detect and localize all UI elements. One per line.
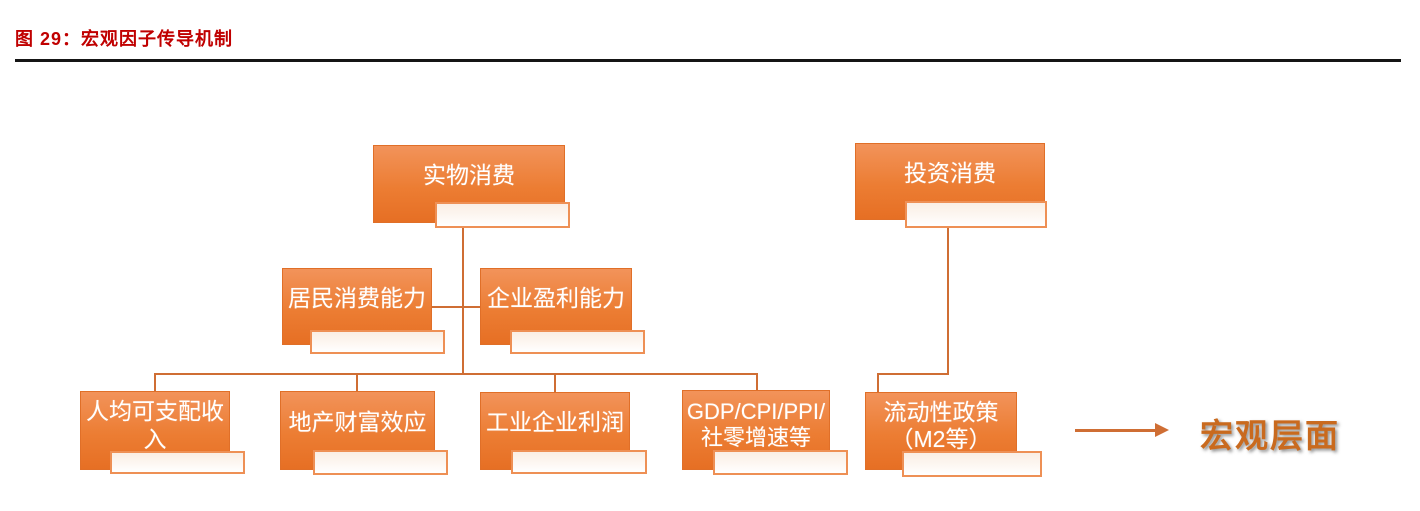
node-resident-consumption-capacity-subbox [310,330,445,354]
connector-level2-horizontal [432,306,480,308]
connector-level3-manifold [154,373,758,375]
node-label: GDP/CPI/PPI/ 社零增速等 [686,399,826,450]
node-per-capita-disposable-income-subbox [110,451,245,474]
connector-stub-gdp [756,374,758,390]
node-liquidity-policy-m2-subbox [902,451,1042,477]
node-label: 流动性政策 （M2等） [883,398,999,452]
connector-stub-liquidity [877,374,879,392]
node-label: 投资消费 [904,159,996,186]
node-real-estate-wealth-effect-subbox [313,450,448,475]
figure-title: 图 29：宏观因子传导机制 [15,29,234,49]
connector-investment-vertical [947,228,949,374]
node-enterprise-profitability-subbox [510,330,645,354]
connector-stub-industrial [554,374,556,392]
node-gdp-cpi-ppi-retail-growth-subbox [713,450,848,475]
title-divider-rule [15,59,1401,62]
node-industrial-enterprise-profit-subbox [511,450,647,474]
node-label: 企业盈利能力 [487,284,625,311]
macro-level-label: 宏观层面 [1200,417,1340,454]
connector-stub-income [154,374,156,391]
node-label: 工业企业利润 [486,409,624,436]
node-label: 实物消费 [423,162,515,189]
connector-stub-realestate [356,374,358,391]
connector-liquidity-elbow [877,373,949,375]
connector-physical-vertical [462,228,464,374]
node-label: 居民消费能力 [288,284,426,311]
node-investment-consumption-subbox [905,201,1047,228]
macro-arrow-head-icon [1155,423,1169,437]
node-physical-consumption-subbox [435,202,570,228]
node-label: 人均可支配收 入 [86,398,224,452]
macro-arrow-shaft [1075,429,1157,432]
node-label: 地产财富效应 [288,408,427,435]
